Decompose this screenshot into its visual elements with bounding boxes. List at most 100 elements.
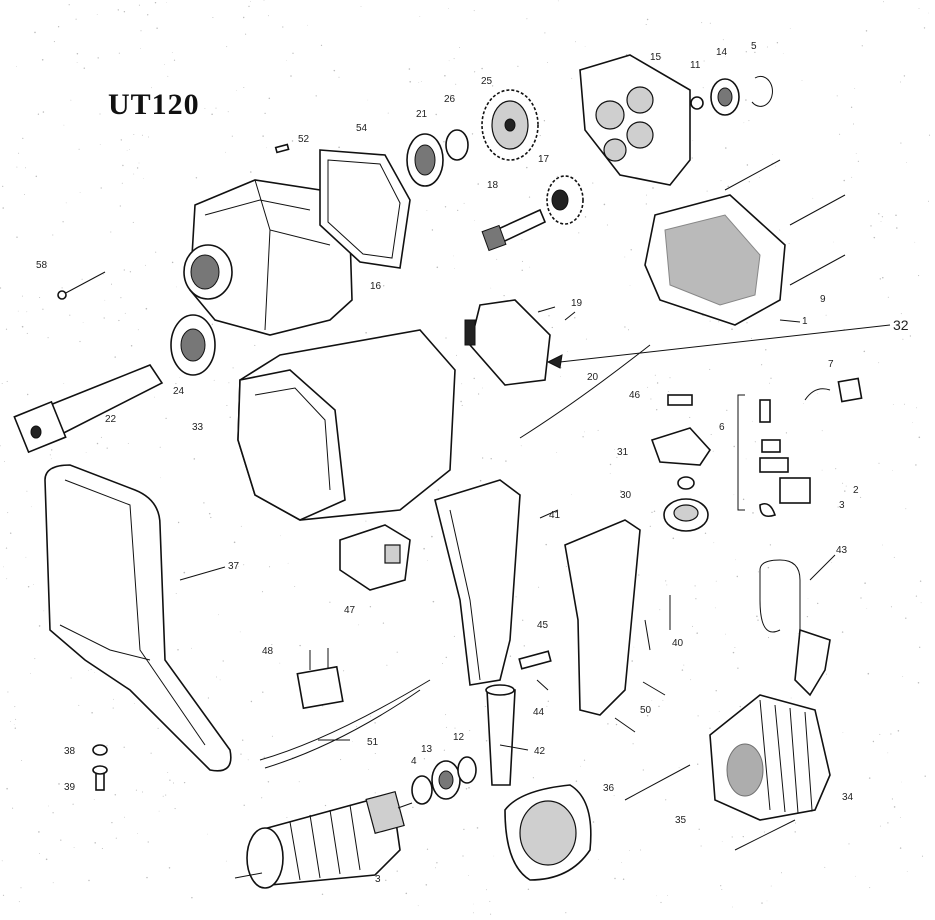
scan-speck — [592, 182, 594, 184]
scan-speck — [702, 87, 704, 89]
scan-speck — [754, 441, 756, 443]
scan-speck — [151, 87, 152, 89]
scan-speck — [37, 113, 40, 115]
scan-speck — [145, 307, 148, 310]
scan-speck — [183, 571, 186, 574]
scan-speck — [426, 209, 428, 211]
scan-speck — [0, 445, 1, 447]
scan-speck — [102, 274, 104, 276]
scan-speck — [27, 586, 30, 588]
scan-speck — [681, 669, 684, 671]
scan-speck — [179, 377, 181, 378]
scan-speck — [526, 166, 528, 169]
scan-speck — [26, 332, 28, 334]
scan-speck — [374, 722, 376, 724]
scan-speck — [906, 162, 907, 163]
scan-speck — [878, 462, 880, 464]
scan-speck — [545, 543, 547, 546]
scan-speck — [207, 833, 208, 835]
scan-speck — [408, 68, 411, 70]
scan-speck — [839, 133, 841, 135]
scan-speck — [468, 787, 470, 789]
scan-speck — [41, 59, 44, 61]
scan-speck — [324, 804, 327, 807]
scan-speck — [43, 610, 45, 612]
scan-speck — [665, 799, 667, 801]
scan-speck — [546, 705, 548, 707]
scan-speck — [583, 759, 586, 761]
scan-speck — [868, 777, 871, 779]
callout-35: 35 — [675, 815, 687, 826]
scan-speck — [338, 76, 340, 78]
scan-speck — [16, 166, 18, 168]
scan-speck — [721, 889, 723, 891]
callout-33: 33 — [192, 422, 204, 433]
scan-speck — [435, 113, 437, 116]
scan-speck — [880, 221, 882, 223]
scan-speck — [757, 571, 759, 573]
scan-speck — [526, 18, 528, 20]
callout-16: 16 — [370, 281, 382, 292]
scan-speck — [445, 337, 447, 339]
scan-speck — [322, 705, 324, 707]
scan-speck — [38, 625, 41, 627]
scan-speck — [100, 187, 102, 189]
callout-51: 51 — [367, 737, 379, 748]
scan-speck — [746, 322, 748, 324]
callout-17: 17 — [538, 154, 550, 165]
scan-speck — [660, 57, 662, 58]
scan-speck — [455, 83, 457, 85]
scan-speck — [228, 382, 230, 384]
scan-speck — [523, 645, 525, 647]
scan-speck — [90, 669, 92, 670]
scan-speck — [177, 521, 180, 524]
scan-speck — [646, 194, 648, 196]
scan-speck — [767, 566, 770, 569]
scan-speck — [13, 723, 15, 725]
callout-31: 31 — [617, 447, 629, 458]
power-cord — [759, 559, 831, 697]
callout-3: 3 — [375, 874, 381, 885]
callout-37: 37 — [228, 561, 240, 572]
scan-speck — [112, 707, 114, 709]
scan-speck — [843, 179, 845, 182]
scan-speck — [453, 635, 455, 637]
scan-speck — [405, 892, 408, 895]
leader-lines — [179, 319, 836, 751]
washer-26 — [445, 129, 469, 161]
scan-speck — [928, 200, 929, 202]
scan-speck — [126, 150, 128, 151]
scan-speck — [461, 383, 463, 385]
scan-speck — [211, 323, 214, 325]
scan-speck — [921, 855, 924, 857]
scan-speck — [226, 404, 228, 407]
scan-speck — [565, 912, 567, 914]
scan-speck — [315, 95, 317, 97]
scan-speck — [556, 175, 558, 177]
scan-speck — [556, 452, 558, 453]
scan-speck — [2, 207, 4, 209]
scan-speck — [479, 479, 482, 482]
callout-30: 30 — [620, 490, 632, 501]
scan-speck — [453, 58, 455, 60]
scan-speck — [162, 795, 164, 797]
scan-speck — [340, 759, 342, 761]
scan-speck — [51, 449, 53, 451]
scan-speck — [291, 140, 294, 142]
scan-speck — [638, 574, 640, 576]
scan-speck — [794, 822, 797, 824]
scan-speck — [701, 22, 703, 24]
gear-25 — [481, 89, 539, 161]
scan-speck — [571, 77, 573, 79]
scan-speck — [866, 608, 868, 609]
scan-speck — [207, 697, 209, 699]
callout-26: 26 — [444, 94, 456, 105]
scan-speck — [79, 340, 81, 343]
scan-speck — [374, 752, 376, 755]
scan-speck — [797, 633, 799, 634]
scan-speck — [426, 848, 429, 850]
scan-speck — [779, 229, 781, 231]
scan-speck — [864, 582, 866, 584]
callout-3b: 3 — [839, 500, 845, 511]
scan-speck — [771, 162, 773, 164]
